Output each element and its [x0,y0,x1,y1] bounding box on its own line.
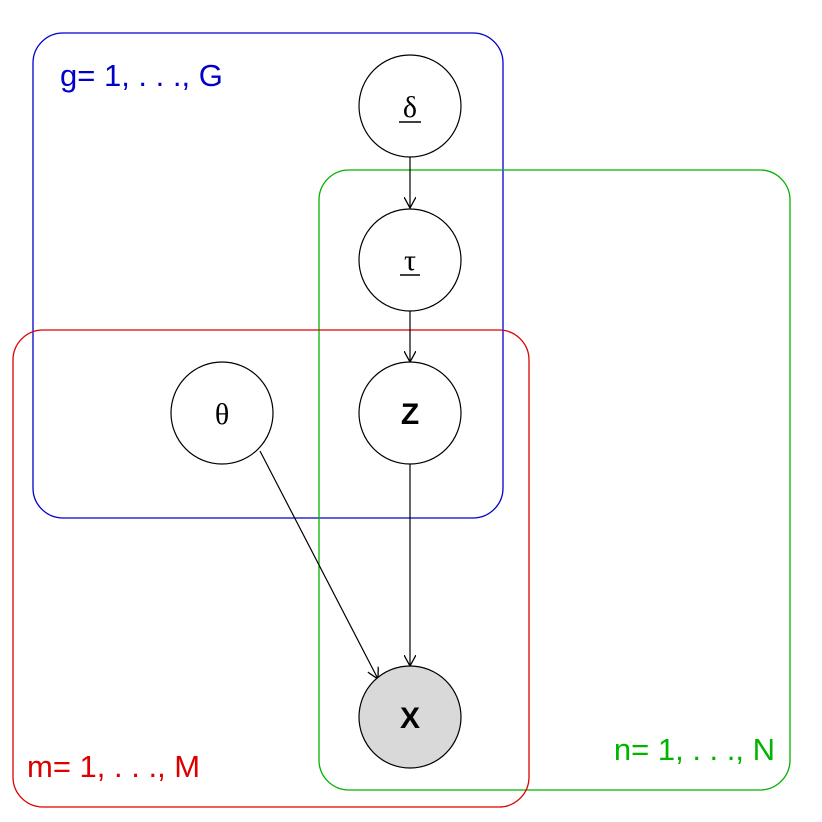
node-theta: θ [170,361,274,465]
node-tau: τ [358,208,462,312]
edge-theta-to-x [259,450,378,679]
plate-n-label: n= 1, . . ., N [614,732,775,767]
plate-g-frame [32,32,504,519]
plate-m-label: m= 1, . . ., M [27,749,200,784]
node-x: X [358,665,462,769]
node-delta-circle [358,54,462,158]
node-delta-label: δ [403,91,417,124]
node-tau-circle [358,208,462,312]
node-theta-label: θ [215,398,229,431]
node-theta-circle [170,361,274,465]
node-z-circle [358,361,462,465]
node-z: Z [358,361,462,465]
plate-n-frame [318,169,791,791]
plate-m-frame [12,329,530,808]
node-x-label: X [400,702,420,735]
node-z-label: Z [401,398,419,431]
node-tau-label: τ [404,244,416,277]
node-x-circle [358,665,462,769]
plate-g-label: g= 1, . . ., G [60,58,223,93]
node-delta: δ [358,54,462,158]
